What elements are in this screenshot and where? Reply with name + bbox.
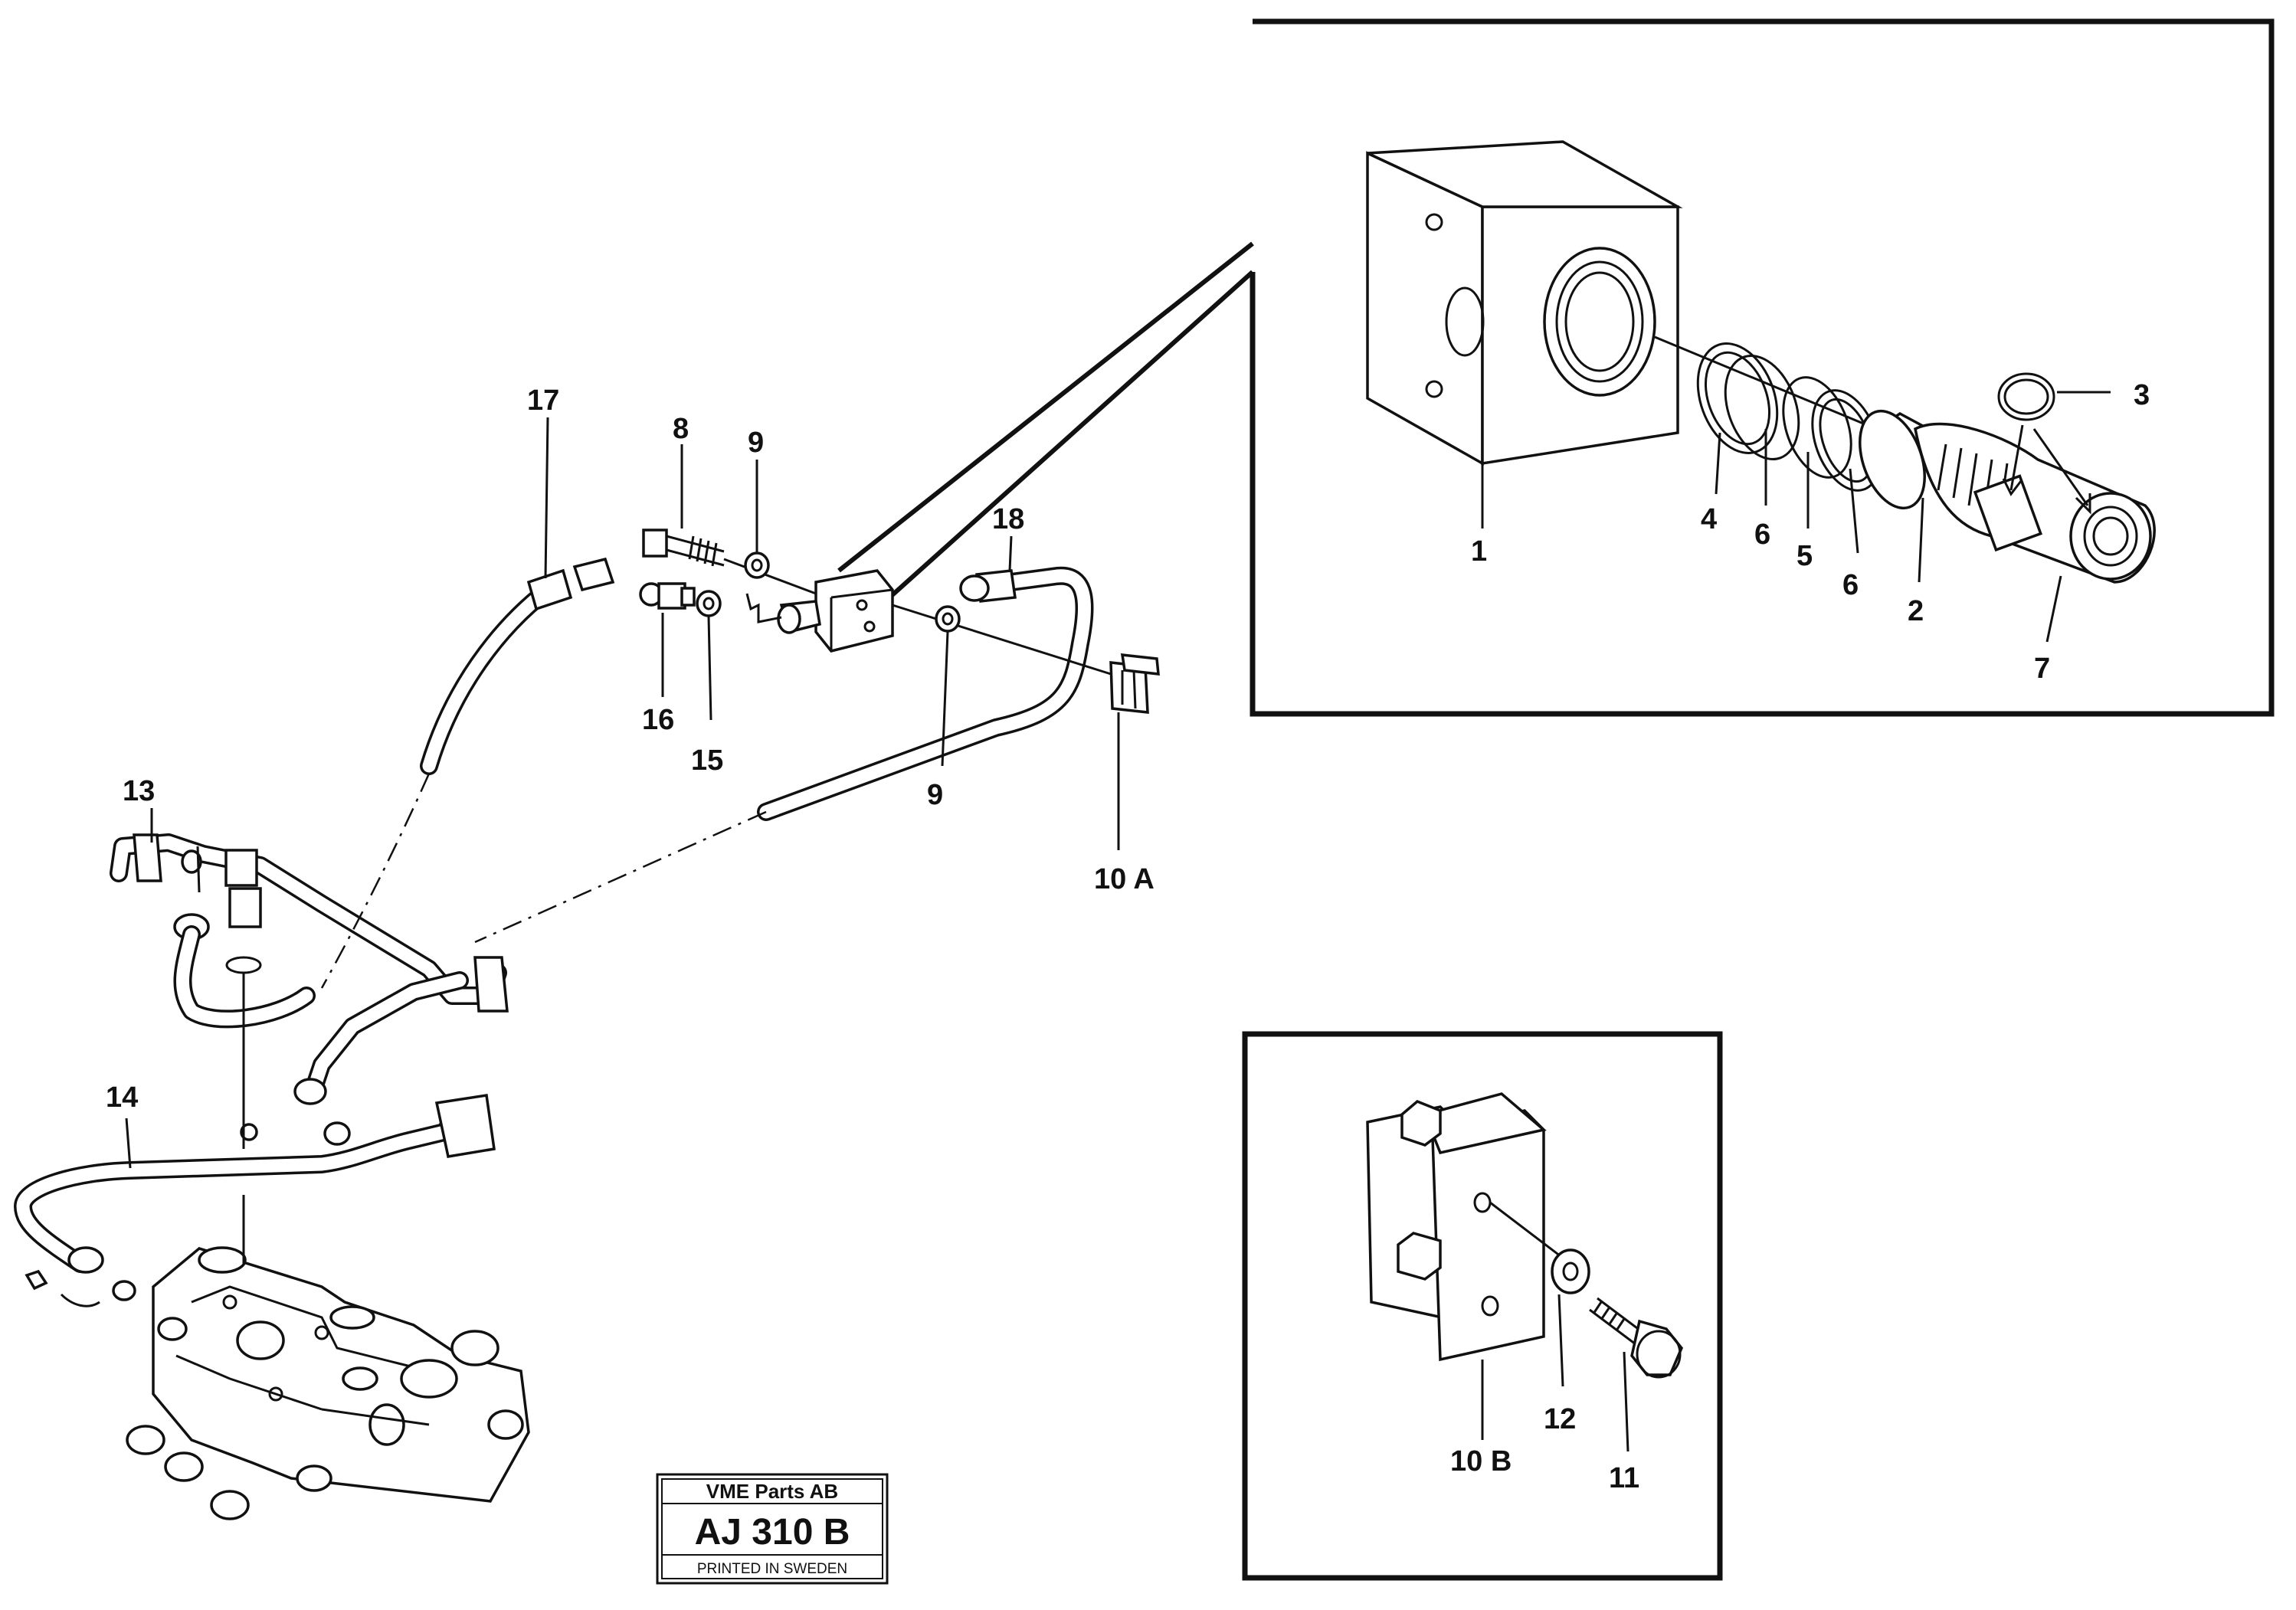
washer-15 [696,590,722,617]
callout-17: 17 [527,385,559,417]
bracket-10b [1366,1092,1571,1362]
plate-code: AJ 310 B [695,1512,850,1553]
title-plate: VME Parts AB AJ 310 B PRINTED IN SWEDEN [656,1473,889,1585]
callout-7: 7 [2034,653,2050,685]
callout-11: 11 [1609,1462,1639,1494]
callout-2: 2 [1908,595,1924,627]
callout-3: 3 [2134,379,2150,411]
hose-17 [320,557,615,989]
washer-9-lower [935,605,961,633]
plate-company: VME Parts AB [706,1480,838,1503]
pipe-13 [110,833,509,1013]
callout-14: 14 [106,1082,138,1114]
callout-4: 4 [1701,503,1717,535]
callout-10b: 10 B [1450,1445,1512,1477]
valve-housing-block [1366,140,1683,466]
callout-6b: 6 [1842,569,1859,601]
clip-10a [1109,653,1160,714]
hose-lower [305,971,469,1097]
control-valve [126,1246,530,1520]
plate-footer: PRINTED IN SWEDEN [697,1561,847,1577]
o-ring [1997,372,2055,421]
callout-18: 18 [992,503,1024,535]
leader-lines-main [125,417,1120,1264]
detail-frame-bracket [1242,1031,1723,1581]
callout-12: 12 [1544,1403,1576,1435]
callout-10a: 10 A [1094,863,1155,895]
pipe-14 [14,1094,496,1307]
callout-9-upper: 9 [748,427,764,459]
callout-15: 15 [691,744,723,777]
washer-9-upper [744,551,770,579]
callout-5: 5 [1797,540,1813,572]
callout-1: 1 [1471,535,1487,568]
cartridge-valve [1859,409,2156,584]
callout-8: 8 [673,413,689,445]
callout-16: 16 [642,704,674,736]
manifold-block [777,569,1112,676]
callout-9-lower: 9 [927,779,943,811]
arrow-lines [2002,424,2091,515]
callout-13: 13 [123,775,155,807]
seal-rings [1696,342,1882,492]
leader-lines-detail [1481,391,2111,643]
bolt-11 [1589,1297,1684,1379]
callout-6a: 6 [1754,519,1770,551]
hose-18 [474,566,1094,944]
leader-lines-bracket [1481,1294,1629,1452]
screw-8 [642,528,817,595]
washer-12 [1551,1248,1590,1294]
detail-frame-valve-block [837,18,2275,717]
fitting-16 [639,582,696,610]
